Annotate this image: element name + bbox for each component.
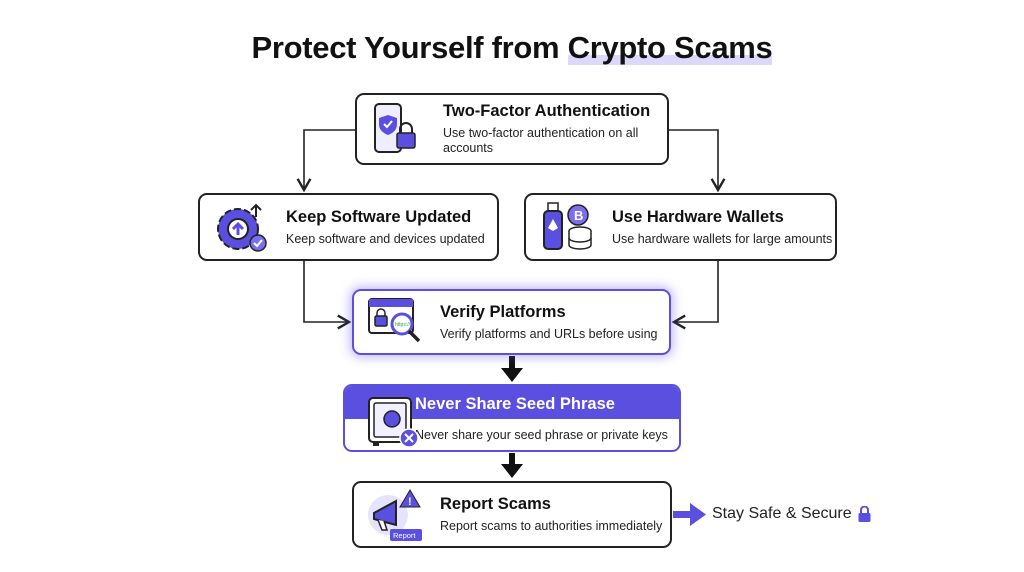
arrow-report-safe xyxy=(673,503,706,526)
step-desc: Report scams to authorities immediately xyxy=(440,519,663,533)
phone-lock-icon xyxy=(374,103,416,153)
connector-wallet-verify xyxy=(671,261,719,330)
step-title: Never Share Seed Phrase xyxy=(345,386,679,419)
outcome-label: Stay Safe & Secure xyxy=(712,505,852,522)
connector-software-verify xyxy=(303,261,352,330)
step-title: Keep Software Updated xyxy=(286,207,472,226)
svg-text:https://: https:// xyxy=(395,322,411,328)
browser-magnifier-icon: https:// xyxy=(368,298,421,343)
title-highlight: Crypto Scams xyxy=(567,30,773,65)
gear-update-icon xyxy=(217,203,267,252)
step-title: Verify Platforms xyxy=(440,302,566,321)
svg-text:!: ! xyxy=(408,496,412,508)
step-desc: Use two-factor authentication on all acc… xyxy=(443,126,639,155)
step-desc: Never share your seed phrase or private … xyxy=(415,428,668,442)
step-title: Report Scams xyxy=(440,495,551,513)
arrow-seed-report xyxy=(501,453,523,478)
step-title: Two-Factor Authentication xyxy=(443,102,651,120)
svg-text:Report: Report xyxy=(393,531,416,540)
svg-text:B: B xyxy=(574,208,583,223)
arrow-verify-seed xyxy=(501,356,523,382)
safe-icon xyxy=(368,397,419,448)
connector-2fa-software xyxy=(296,129,355,193)
connector-2fa-wallet xyxy=(669,129,726,193)
step-desc: Verify platforms and URLs before using xyxy=(440,326,658,341)
megaphone-icon: ! Report xyxy=(368,488,422,541)
lock-icon xyxy=(858,506,871,522)
step-desc: Keep software and devices updated xyxy=(286,231,485,246)
step-never-share-seed: Never Share Seed Phrase Never share your… xyxy=(343,384,681,452)
page-title: Protect Yourself from Crypto Scams xyxy=(251,30,773,65)
hardware-wallet-icon: B xyxy=(543,202,592,250)
step-title: Use Hardware Wallets xyxy=(612,207,784,226)
outcome: Stay Safe & Secure xyxy=(712,505,871,523)
step-desc: Use hardware wallets for large amounts xyxy=(612,231,833,246)
